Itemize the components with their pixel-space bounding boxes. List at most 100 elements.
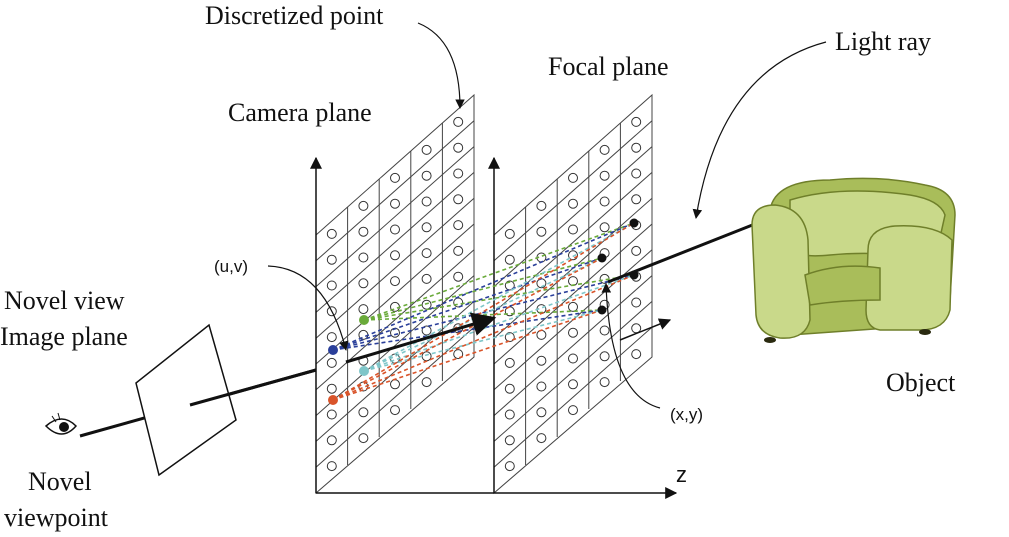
dashed-ray [332,222,635,401]
callout-discretized [417,22,465,109]
grid-line [315,146,475,287]
dashed-ray [332,257,603,401]
sofa-icon [751,177,956,343]
callout-xy [601,283,661,409]
focal-sample-points [597,218,639,315]
discretized-point [536,381,547,392]
discretized-point [504,228,515,239]
grid-line [315,326,475,468]
dashed-ray [363,274,635,372]
discretized-point [326,357,337,368]
grid-line [315,249,475,391]
discretized-point [358,304,369,315]
discretized-point [358,433,369,444]
grid-line [315,301,475,442]
sample-point-blue [328,345,338,355]
label-camera-plane: Camera plane [228,98,372,127]
dashed-ray [363,257,603,372]
discretized-point [421,222,432,233]
discretized-point [631,323,642,334]
discretized-point [536,329,547,340]
discretized-point [358,278,369,289]
discretized-point [599,377,610,388]
eye-icon [44,412,78,435]
discretized-point [504,383,515,394]
discretized-point [568,327,578,338]
dashed-ray [332,274,635,351]
discretized-point [390,276,400,287]
discretized-point [390,224,400,235]
discretized-point [390,379,400,390]
focal-axis-h [619,318,672,341]
dashed-ray [363,274,635,321]
focal-point [597,305,607,315]
dashed-ray [363,222,635,372]
grid-line [315,120,475,262]
label-object: Object [886,368,956,397]
grid-line [493,301,653,442]
label-viewpoint: viewpoint [4,503,109,532]
callouts [267,22,827,409]
discretized-point [390,198,400,209]
focal-point [597,253,607,263]
discretized-point [536,355,547,366]
callout-uv [267,265,349,351]
discretized-point [326,409,337,420]
discretized-point [421,248,432,259]
discretized-point [326,332,337,343]
discretized-point [421,299,432,310]
sample-point-red [328,395,338,405]
discretized-point [536,407,547,418]
discretized-point [599,325,610,336]
dashed-ray [332,257,603,351]
dashed-ray [363,257,603,321]
discretized-point [453,168,464,179]
dashed-ray [363,309,603,372]
discretized-point [599,144,610,155]
grid-line [493,275,653,416]
discretized-point [453,245,464,256]
discretized-point [421,196,432,207]
discretized-point [390,250,400,261]
sample-point-green [359,315,369,325]
discretized-point [599,170,610,181]
discretized-point [536,200,547,211]
discretized-point [504,409,515,420]
image-plane [135,323,317,477]
ray-bundle [332,222,635,401]
label-novel-view: Novel view [4,286,125,315]
discretized-point [599,351,610,362]
label-discretized-point: Discretized point [205,1,384,30]
discretized-point [536,226,547,237]
sample-point-cyan [359,366,369,376]
discretized-point [599,222,610,233]
discretized-point [631,297,642,308]
dashed-ray [363,222,635,321]
dashed-ray [332,222,635,351]
discretized-point [421,273,432,284]
discretized-point [568,301,578,312]
discretized-point [568,198,578,209]
discretized-point [631,142,642,153]
discretized-point [631,168,642,179]
focal-point [629,218,639,228]
grid-line [315,172,475,313]
label-novel: Novel [28,467,92,496]
discretized-point [568,276,578,287]
label-image-plane: Image plane [0,322,128,351]
discretized-point [453,116,464,127]
discretized-point [326,254,337,265]
label-z-axis: z [676,462,687,487]
discretized-point [421,377,432,388]
discretized-point [358,252,369,263]
discretized-point [631,116,642,127]
dashed-ray [332,309,603,351]
label-focal-plane: Focal plane [548,52,669,81]
discretized-point [568,379,578,390]
discretized-point [326,228,337,239]
discretized-point [504,357,515,368]
discretized-point [631,194,642,205]
discretized-point [568,353,578,364]
label-xy: (x,y) [670,405,703,424]
